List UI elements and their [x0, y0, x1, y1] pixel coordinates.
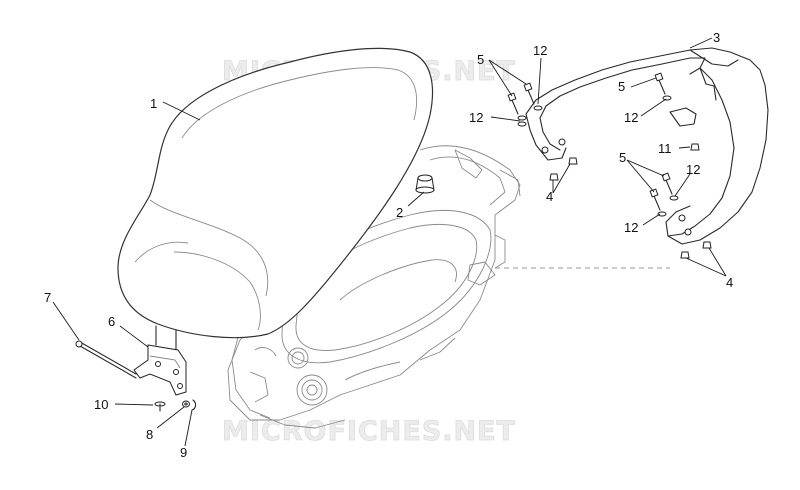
callout-part-12-top: 12 [533, 43, 547, 58]
callout-part-5-upper-left: 5 [477, 52, 484, 67]
callout-part-8: 8 [146, 427, 153, 442]
callout-part-12-left: 12 [469, 110, 483, 125]
callout-numbers: 1 2 3 4 4 5 5 5 6 7 8 9 10 11 12 12 12 1… [44, 30, 733, 460]
callout-part-11: 11 [658, 141, 672, 156]
callout-part-9: 9 [180, 445, 187, 460]
seat-hinge-assembly [75, 340, 197, 412]
callout-part-4-left: 4 [546, 189, 553, 204]
callout-part-2: 2 [396, 205, 403, 220]
watermark-bottom: MICROFICHES.NET [222, 416, 516, 447]
fasteners [507, 72, 712, 259]
callout-part-12-lower-right: 12 [624, 220, 638, 235]
grab-rail-right [665, 67, 769, 245]
callout-part-5-mid-right: 5 [619, 150, 626, 165]
callout-part-12-upper-right: 12 [624, 110, 638, 125]
callout-part-10: 10 [94, 397, 108, 412]
callout-part-4-right: 4 [726, 275, 733, 290]
callout-part-1: 1 [150, 96, 157, 111]
leader-lines [52, 37, 727, 447]
storage-compartment-frame [227, 145, 521, 429]
callout-part-12-mid-right: 12 [686, 162, 700, 177]
grab-rail-left [525, 47, 766, 161]
seat [117, 47, 434, 351]
callout-part-6: 6 [108, 314, 115, 329]
callout-part-3: 3 [713, 30, 720, 45]
callout-part-7: 7 [44, 290, 51, 305]
rubber-buffer [415, 174, 435, 194]
callout-part-5-upper-right: 5 [618, 79, 625, 94]
